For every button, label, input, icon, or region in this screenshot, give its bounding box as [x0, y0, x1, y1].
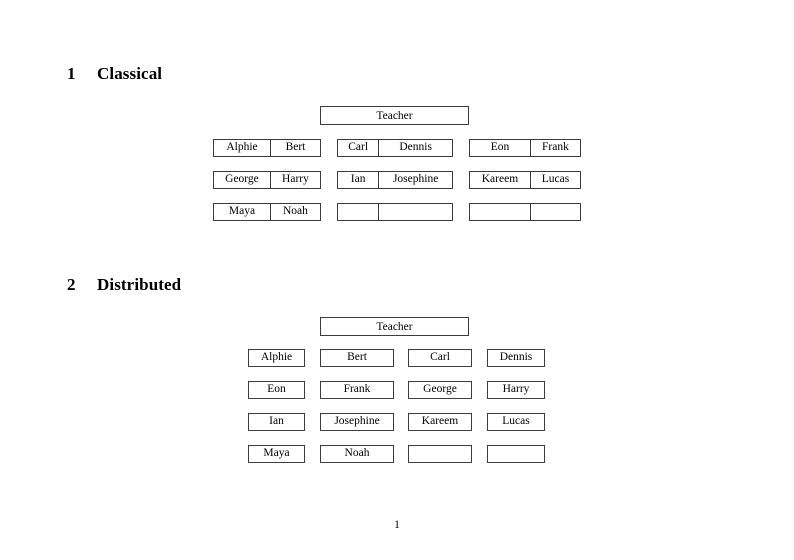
- section-heading-distributed: 2 Distributed: [67, 275, 181, 295]
- desk-seat[interactable]: Ian: [350, 173, 366, 186]
- desk-seat[interactable]: Dennis: [378, 140, 452, 156]
- desk-pair-row[interactable]: Maya Noah: [213, 203, 321, 221]
- desk-seat[interactable]: George: [225, 173, 259, 186]
- desk-seat[interactable]: Carl: [348, 141, 369, 154]
- desk-seat[interactable]: Harry: [269, 172, 320, 188]
- desk-seat[interactable]: Maya: [228, 205, 256, 218]
- desk-seat[interactable]: Maya: [248, 445, 305, 463]
- desk-pair-row-empty[interactable]: [469, 203, 581, 221]
- section-number: 1: [67, 64, 76, 83]
- desk-seat[interactable]: Alphie: [226, 141, 258, 154]
- desk-seat[interactable]: Josephine: [378, 172, 452, 188]
- desk-seat[interactable]: Ian: [248, 413, 305, 431]
- desk-pair-row[interactable]: Ian Josephine: [337, 171, 453, 189]
- desk-seat[interactable]: Lucas: [529, 172, 580, 188]
- desk-seat[interactable]: Carl: [408, 349, 472, 367]
- desk-pair-row[interactable]: George Harry: [213, 171, 321, 189]
- desk-seat[interactable]: Frank: [320, 381, 394, 399]
- teacher-label: Teacher: [376, 320, 413, 333]
- desk-seat[interactable]: Bert: [269, 140, 320, 156]
- section-title: Classical: [97, 64, 163, 83]
- desk-seat[interactable]: Noah: [320, 445, 394, 463]
- desk-seat[interactable]: Alphie: [248, 349, 305, 367]
- teacher-label: Teacher: [376, 109, 413, 122]
- desk-seat[interactable]: Kareem: [408, 413, 472, 431]
- desk-pair-row[interactable]: Alphie Bert: [213, 139, 321, 157]
- desk-seat-empty[interactable]: [470, 204, 530, 220]
- desk-seat[interactable]: Eon: [248, 381, 305, 399]
- desk-pair-row[interactable]: Kareem Lucas: [469, 171, 581, 189]
- teacher-desk-classical[interactable]: Teacher: [320, 106, 469, 125]
- desk-seat-empty[interactable]: [487, 445, 545, 463]
- section-number: 2: [67, 275, 76, 294]
- desk-pair-row-empty[interactable]: [337, 203, 453, 221]
- desk-pair-row[interactable]: Eon Frank: [469, 139, 581, 157]
- desk-seat[interactable]: Eon: [490, 141, 510, 154]
- desk-seat-empty[interactable]: [408, 445, 472, 463]
- desk-seat[interactable]: Noah: [269, 204, 320, 220]
- desk-seat[interactable]: Lucas: [487, 413, 545, 431]
- desk-seat[interactable]: Kareem: [481, 173, 519, 186]
- desk-seat[interactable]: Frank: [529, 140, 580, 156]
- teacher-desk-distributed[interactable]: Teacher: [320, 317, 469, 336]
- desk-seat[interactable]: Harry: [487, 381, 545, 399]
- desk-seat[interactable]: George: [408, 381, 472, 399]
- section-title: Distributed: [97, 275, 182, 294]
- desk-seat-empty[interactable]: [529, 204, 580, 220]
- desk-seat[interactable]: Dennis: [487, 349, 545, 367]
- desk-pair-row[interactable]: Carl Dennis: [337, 139, 453, 157]
- desk-seat-empty[interactable]: [378, 204, 452, 220]
- section-heading-classical: 1 Classical: [67, 64, 162, 84]
- desk-seat-empty[interactable]: [338, 204, 378, 220]
- page-number: 1: [394, 519, 400, 531]
- desk-seat[interactable]: Josephine: [320, 413, 394, 431]
- desk-seat[interactable]: Bert: [320, 349, 394, 367]
